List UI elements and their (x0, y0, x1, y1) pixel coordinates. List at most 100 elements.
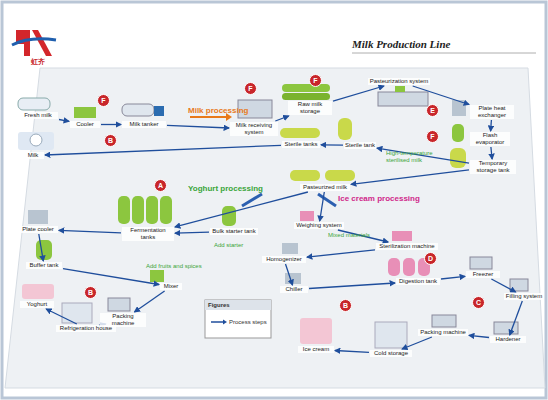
callout-letter: B (104, 134, 117, 147)
equipment-label: Hardener (490, 336, 526, 343)
logo-mark (32, 30, 52, 56)
evaporator-tank (452, 124, 464, 142)
storage-tank (282, 84, 330, 92)
annotation-text: High-temperature sterilised milk (386, 150, 450, 164)
callout-letter: F (426, 130, 439, 143)
diagram-title: Milk Production Line (352, 38, 450, 50)
equipment-name: Freezer (467, 271, 499, 278)
equipment-label: Bulk starter tank (210, 228, 258, 235)
tanker-cab (154, 106, 164, 116)
equipment-name: Milk receiving system (231, 122, 277, 136)
sterile-tank (280, 128, 320, 138)
equipment-name: Ice cream (299, 346, 333, 353)
pipe-connector (286, 264, 293, 285)
equipment-name: Bulk starter tank (211, 228, 257, 235)
equipment-label: Digestion tank (396, 278, 440, 285)
equipment-label: Pasteurized milk (300, 184, 350, 191)
fermentation-tank (146, 196, 158, 224)
equipment-name: Fresh milk (19, 112, 57, 119)
pipe-connector (320, 192, 325, 221)
fermentation-tank (132, 196, 144, 224)
equipment-label: Flash evaporator (470, 132, 510, 146)
chiller-unit (285, 273, 301, 284)
yoghurt-icon (22, 284, 54, 299)
annotation-text: Yoghurt processing (188, 184, 280, 193)
pipe-connector (63, 269, 159, 285)
equipment-label: Filling system (504, 293, 544, 300)
equipment-label: Fermentation tanks (122, 227, 174, 241)
cold-storage-building (375, 322, 407, 348)
equipment-label: Sterile tanks (282, 141, 320, 148)
equipment-label: Pasteurization system (368, 78, 430, 85)
legend-line-sample (211, 321, 223, 323)
equipment-name: Homogenizer (263, 256, 305, 263)
callout-letter: B (84, 286, 97, 299)
equipment-label: Ice cream (298, 346, 334, 353)
annotation-text: Mixed materials (328, 232, 386, 239)
equipment-name: Temporary storage tank (471, 160, 515, 174)
pipe-connector (167, 125, 229, 128)
equipment-label: Mixer (160, 283, 182, 290)
sterile-tank (338, 118, 352, 140)
equipment-label: Buffer tank (26, 262, 62, 269)
equipment-name: Cold storage (371, 350, 411, 357)
cooler-unit (74, 107, 96, 118)
annotation-text: Add starter (214, 242, 258, 249)
annotation-text: Add fruits and spices (146, 263, 220, 270)
equipment-label: Plate cooler (18, 226, 58, 233)
equipment-name: Sterile tank (345, 142, 375, 149)
title-rule (352, 53, 536, 54)
tanker-body (122, 104, 154, 116)
pipe-connector (413, 86, 469, 105)
legend-text: Process steps (229, 319, 267, 326)
equipment-label: Refrigeration house (56, 325, 116, 332)
callout-letter: B (339, 299, 352, 312)
equipment-name: Digestion tank (397, 278, 439, 285)
sterilizer-unit (392, 231, 412, 241)
storage-tank (450, 148, 466, 168)
equipment-label: Freezer (466, 271, 500, 278)
equipment-name: Hardener (491, 336, 525, 343)
homogenizer-unit (282, 243, 298, 254)
equipment-name: Mixer (161, 283, 181, 290)
pipe-connector (59, 230, 121, 233)
equipment-name: Packing machine (419, 329, 467, 336)
pipe-connector (333, 86, 384, 101)
equipment-name: Refrigeration house (57, 325, 115, 332)
digestion-tank-unit (403, 258, 415, 276)
pasteurized-tank (290, 170, 320, 181)
pipe-connector (307, 250, 375, 257)
callout-letter: F (309, 74, 322, 87)
pipe-connector (441, 276, 465, 279)
milk-splash (30, 134, 42, 146)
equipment-name: Filling system (505, 293, 543, 300)
pasteurized-tank (325, 170, 355, 181)
equipment-label: Sterile tank (344, 142, 376, 149)
buffer-tank-unit (36, 240, 52, 260)
digestion-tank-unit (388, 258, 400, 276)
packing-unit (108, 298, 130, 311)
equipment-label: Packing machine (418, 329, 468, 336)
freezer-unit (470, 257, 492, 269)
pipe-connector (335, 351, 369, 353)
equipment-name: Milk tanker (123, 121, 165, 128)
equipment-label: Sterilization machine (376, 243, 438, 250)
ice-cream-icon (300, 318, 332, 344)
equipment-name: Chiller (281, 286, 307, 293)
legend-box (205, 300, 271, 338)
equipment-name: Pasteurized milk (301, 184, 349, 191)
plate-cooler-unit (28, 210, 48, 224)
pipe-connector (275, 116, 288, 121)
equipment-label: Fresh milk (18, 112, 58, 119)
logo-text: 虹齐 (18, 58, 58, 65)
equipment-name: Weighing system (295, 222, 343, 229)
flow-arrow (190, 116, 226, 118)
pipe-connector (175, 232, 209, 233)
equipment-name: Cooler (71, 121, 99, 128)
logo-swoosh (12, 39, 56, 45)
pipe-connector (402, 337, 432, 349)
pipe-connector (491, 147, 492, 159)
equipment-name: Plate cooler (19, 226, 57, 233)
pipe-connector (101, 124, 121, 125)
annotation-text: Milk processing (188, 106, 258, 115)
